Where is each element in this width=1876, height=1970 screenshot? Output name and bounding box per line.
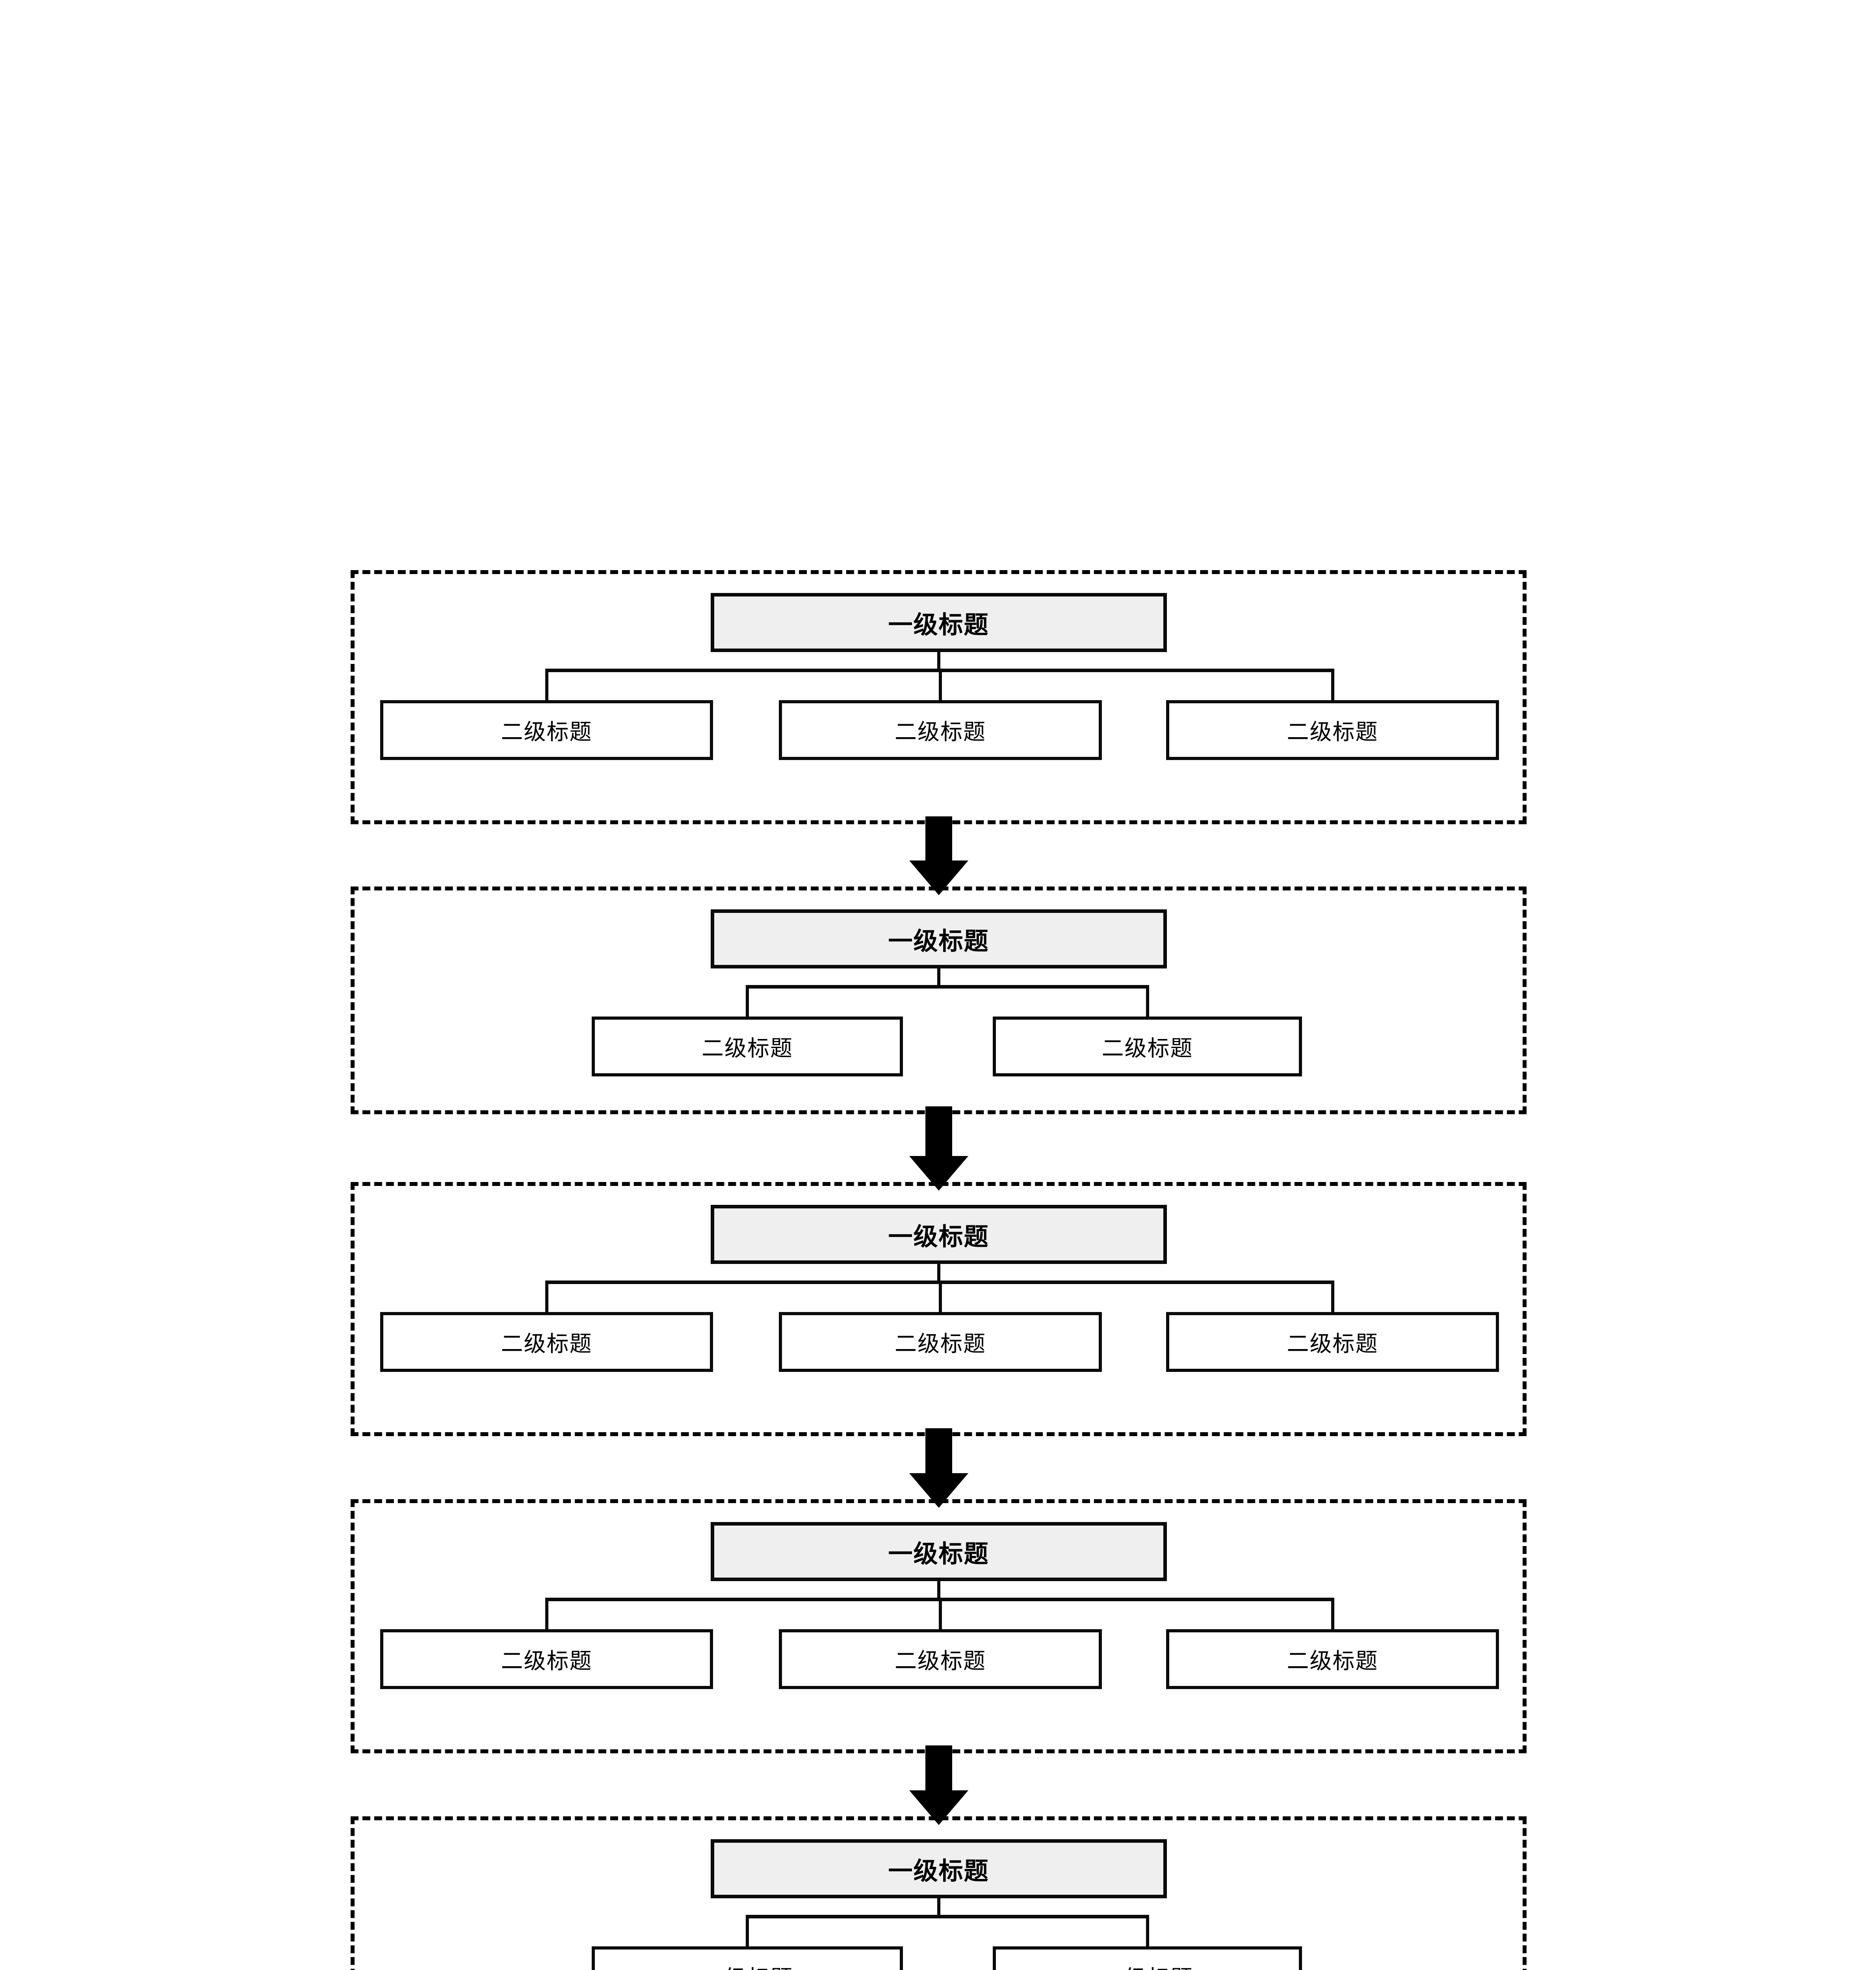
level2-node-4-3[interactable]: 二级标题 bbox=[1166, 1629, 1499, 1689]
level2-node-2-2[interactable]: 二级标题 bbox=[993, 1017, 1302, 1076]
level2-node-3-2[interactable]: 二级标题 bbox=[779, 1312, 1102, 1372]
level2-node-3-1[interactable]: 二级标题 bbox=[380, 1312, 713, 1372]
level2-node-4-2[interactable]: 二级标题 bbox=[779, 1629, 1102, 1689]
down-arrow-icon-1 bbox=[909, 860, 968, 895]
flow-arrow-1 bbox=[909, 816, 968, 895]
connector-bar-2 bbox=[746, 985, 1149, 989]
connector-drop-5-2 bbox=[1146, 1915, 1149, 1949]
chart-area-1: 一级标题二级标题 二级标题 二级标题 bbox=[355, 574, 1523, 820]
connector-drop-1-1 bbox=[545, 669, 548, 703]
connector-drop-3-1 bbox=[545, 1280, 548, 1314]
connector-stem-2 bbox=[937, 968, 940, 989]
arrow-shaft-1 bbox=[925, 816, 952, 862]
level1-node-5[interactable]: 一级标题 bbox=[710, 1839, 1167, 1898]
connector-drop-4-1 bbox=[545, 1598, 548, 1632]
connector-drop-3-3 bbox=[1331, 1280, 1334, 1314]
chart-area-2: 一级标题二级标题 二级标题 bbox=[355, 890, 1523, 1110]
down-arrow-icon-2 bbox=[909, 1156, 968, 1191]
level2-node-5-1[interactable]: 二级标题 bbox=[592, 1946, 903, 1970]
level2-node-3-3[interactable]: 二级标题 bbox=[1166, 1312, 1499, 1372]
connector-drop-2-1 bbox=[746, 985, 749, 1019]
level2-node-2-1[interactable]: 二级标题 bbox=[592, 1017, 903, 1076]
down-arrow-icon-4 bbox=[909, 1790, 968, 1825]
connector-drop-1-3 bbox=[1331, 669, 1334, 703]
chart-area-4: 一级标题二级标题 二级标题 二级标题 bbox=[355, 1503, 1523, 1749]
level2-node-1-1[interactable]: 二级标题 bbox=[380, 700, 713, 760]
arrow-shaft-3 bbox=[925, 1428, 952, 1475]
level1-node-3[interactable]: 一级标题 bbox=[710, 1205, 1167, 1264]
chart-group-1: 一级标题二级标题 二级标题 二级标题 bbox=[351, 570, 1527, 824]
connector-drop-4-3 bbox=[1331, 1598, 1334, 1632]
flow-arrow-2 bbox=[909, 1106, 968, 1191]
connector-bar-5 bbox=[746, 1915, 1149, 1918]
connector-stem-1 bbox=[937, 652, 940, 672]
connector-drop-1-2 bbox=[939, 669, 942, 703]
connector-drop-2-2 bbox=[1146, 985, 1149, 1019]
level2-node-1-2[interactable]: 二级标题 bbox=[779, 700, 1102, 760]
level1-node-4[interactable]: 一级标题 bbox=[710, 1522, 1167, 1581]
chart-area-3: 一级标题二级标题 二级标题 二级标题 bbox=[355, 1186, 1523, 1432]
flow-arrow-4 bbox=[909, 1745, 968, 1825]
level1-node-2[interactable]: 一级标题 bbox=[710, 909, 1167, 968]
connector-drop-3-2 bbox=[939, 1280, 942, 1314]
level2-node-5-2[interactable]: 二级标题 bbox=[993, 1946, 1302, 1970]
level1-node-1[interactable]: 一级标题 bbox=[710, 593, 1167, 652]
level2-node-1-3[interactable]: 二级标题 bbox=[1166, 700, 1499, 760]
arrow-shaft-4 bbox=[925, 1745, 952, 1792]
flow-arrow-3 bbox=[909, 1428, 968, 1508]
connector-stem-5 bbox=[937, 1898, 940, 1918]
connector-drop-5-1 bbox=[746, 1915, 749, 1949]
arrow-shaft-2 bbox=[925, 1106, 952, 1158]
chart-group-3: 一级标题二级标题 二级标题 二级标题 bbox=[351, 1182, 1527, 1436]
connector-stem-3 bbox=[937, 1264, 940, 1284]
connector-drop-4-2 bbox=[939, 1598, 942, 1632]
chart-group-2: 一级标题二级标题 二级标题 bbox=[351, 886, 1527, 1114]
level2-node-4-1[interactable]: 二级标题 bbox=[380, 1629, 713, 1689]
down-arrow-icon-3 bbox=[909, 1473, 968, 1508]
chart-group-4: 一级标题二级标题 二级标题 二级标题 bbox=[351, 1499, 1527, 1753]
connector-stem-4 bbox=[937, 1581, 940, 1601]
